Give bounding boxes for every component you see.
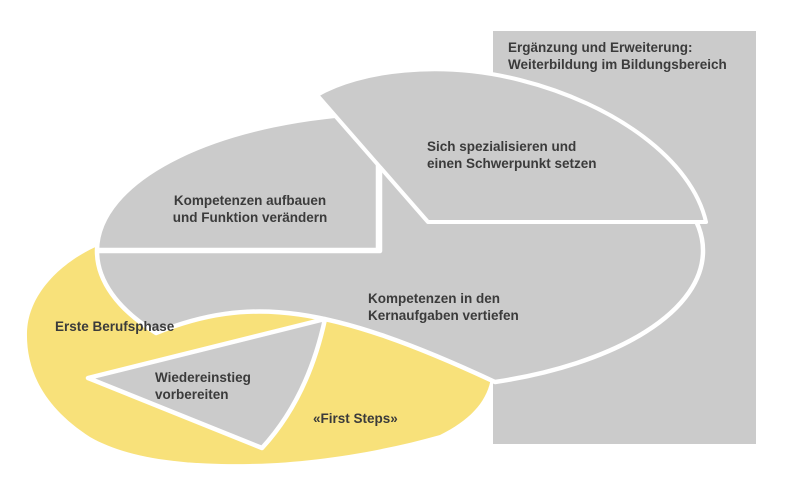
- wiedereinstieg-wedge: [85, 316, 328, 451]
- spezialisieren-label-line2: einen Schwerpunkt setzen: [427, 156, 597, 171]
- kompetenzen-aufbauen-sector: [94, 110, 381, 253]
- first-steps-label: «First Steps»: [313, 411, 398, 426]
- spezialisieren-label-line1: Sich spezialisieren und: [427, 139, 576, 154]
- aufbauen-label-line1: Kompetenzen aufbauen: [174, 193, 326, 208]
- weiterbildung-box-label-line1: Ergänzung und Erweiterung:: [508, 40, 693, 55]
- aufbauen-label-line2: und Funktion verändern: [173, 210, 328, 225]
- kernaufgaben-label-line2: Kernaufgaben vertiefen: [368, 308, 519, 323]
- weiterbildung-box-label-line2: Weiterbildung im Bildungsbereich: [508, 57, 727, 72]
- erste-berufsphase-label: Erste Berufsphase: [55, 319, 175, 334]
- wiedereinstieg-label-line2: vorbereiten: [155, 387, 229, 402]
- kernaufgaben-label-line1: Kompetenzen in den: [368, 291, 500, 306]
- wiedereinstieg-label-line1: Wiedereinstieg: [155, 370, 251, 385]
- spezialisieren-wedge: [315, 67, 708, 224]
